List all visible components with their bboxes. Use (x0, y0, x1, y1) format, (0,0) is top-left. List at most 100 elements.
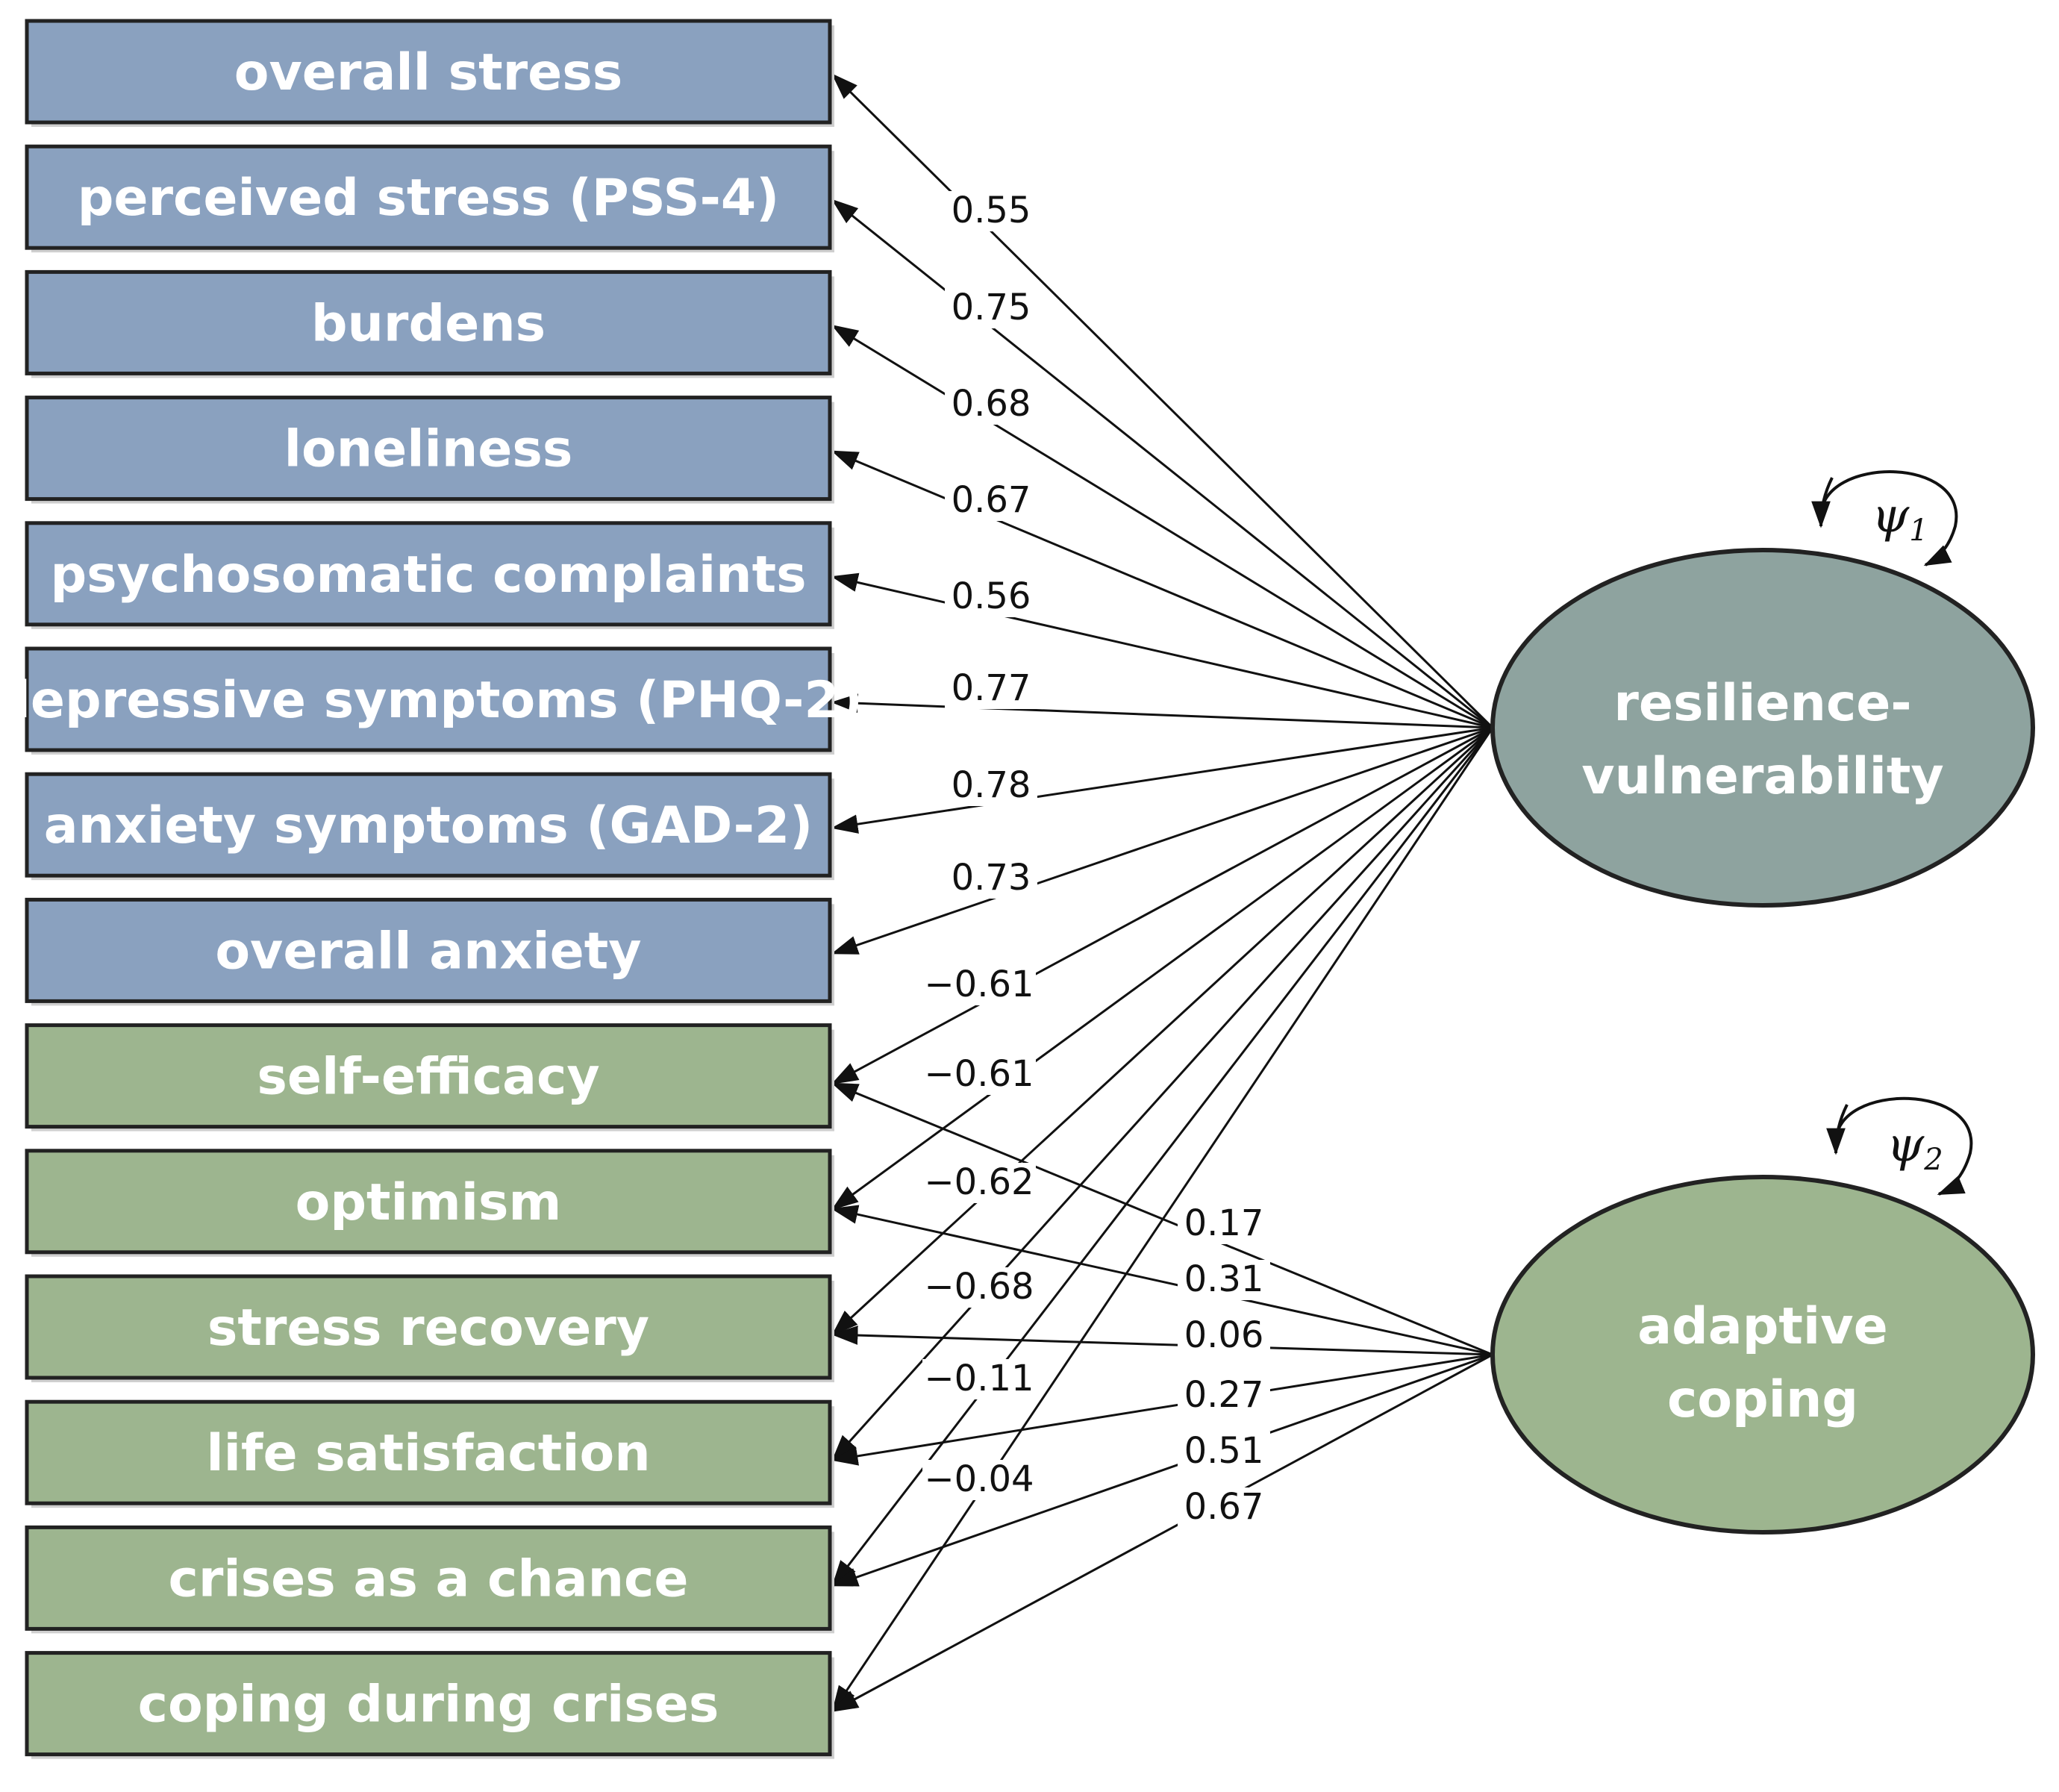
resilience-loading-13-bg (922, 1359, 1036, 1399)
psi2-label: ψ2 (1887, 1117, 1943, 1177)
indicator-box (25, 144, 832, 250)
resilience-path-9 (831, 726, 1493, 1084)
indicator-boxes: overall stress perceived stress (PSS-4) bu… (0, 19, 863, 1759)
indicator-label: loneliness (284, 420, 573, 479)
resilience-loading-1: 0.55 (952, 190, 1031, 231)
resilience-path-4 (831, 450, 1493, 729)
resilience-loading-14: −0.04 (924, 1458, 1034, 1500)
indicator-burdens: burdens (25, 269, 834, 378)
indicator-label: psychosomatic complaints (50, 546, 806, 605)
indicator-label: depressive symptoms (PHQ-2) (0, 671, 863, 730)
indicator-label: coping during crises (138, 1676, 719, 1735)
resilience-loading-3: 0.68 (952, 383, 1031, 425)
indicator-label: crises as a chance (169, 1549, 689, 1608)
resilience-loading-14-bg (922, 1460, 1036, 1500)
indicator-life-satisfaction: life satisfaction (25, 1399, 834, 1508)
coping-loading-1-bg (1178, 1204, 1270, 1244)
resilience-path-7 (831, 726, 1493, 834)
resilience-path-2 (831, 199, 1493, 729)
indicator-perceived-stress-pss-4: perceived stress (PSS-4) (25, 144, 834, 253)
resilience-loading-10: −0.61 (924, 1053, 1034, 1095)
resilience-loading-6: 0.77 (952, 667, 1031, 709)
indicator-box (25, 646, 832, 752)
resilience-loading-11: −0.62 (924, 1161, 1034, 1203)
indicator-stress-recovery: stress recovery (25, 1274, 834, 1382)
resilience-variance-arrow-left (1811, 477, 1834, 528)
indicator-psychosomatic-complaints: psychosomatic complaints (25, 521, 834, 629)
psi1-label: ψ1 (1872, 488, 1928, 548)
resilience-loading-2-bg (945, 288, 1037, 328)
coping-path-3 (831, 1326, 1493, 1356)
indicator-self-efficacy: self-efficacy (25, 1023, 834, 1131)
resilience-loading-8: 0.73 (952, 857, 1031, 899)
indicator-loneliness: loneliness (25, 396, 834, 504)
resilience-label-line1: resilience- (1613, 674, 1911, 733)
indicator-depressive-symptoms-phq-2: depressive symptoms (PHQ-2) (0, 646, 863, 755)
resilience-loading-9-bg (922, 965, 1036, 1005)
coping-loading-4: 0.27 (1184, 1374, 1264, 1416)
resilience-loading-2: 0.75 (952, 287, 1031, 328)
indicator-label: self-efficacy (257, 1048, 599, 1107)
resilience-loading-10-bg (922, 1055, 1036, 1095)
indicator-box (25, 521, 832, 627)
resilience-path-5 (831, 572, 1493, 729)
indicator-box (25, 396, 832, 502)
factor-resilience: resilience- vulnerability ψ1 (1490, 470, 2035, 908)
resilience-loading-4: 0.67 (952, 479, 1031, 521)
indicator-label: anxiety symptoms (GAD-2) (44, 796, 813, 855)
resilience-path-8 (831, 726, 1493, 955)
adaptive-coping-variance-arrow-left (1826, 1104, 1849, 1155)
indicator-box (25, 772, 832, 878)
loading-paths (831, 73, 1494, 1713)
factor-adaptive-coping: adaptive coping ψ2 (1490, 1096, 2035, 1535)
resilience-loading-12: −0.68 (924, 1266, 1034, 1308)
resilience-loading-7: 0.78 (952, 764, 1031, 806)
indicator-label: stress recovery (207, 1299, 649, 1358)
adaptive-coping-ellipse (1490, 1175, 2035, 1535)
adaptive-coping-label-line2: coping (1667, 1370, 1858, 1429)
indicator-box (25, 1023, 832, 1129)
indicator-label: overall anxiety (215, 922, 641, 981)
coping-path-4 (831, 1353, 1493, 1466)
resilience-path-1 (831, 73, 1494, 729)
indicator-overall-stress: overall stress (25, 19, 834, 127)
indicator-box (25, 1149, 832, 1255)
indicator-crises-as-a-chance: crises as a chance (25, 1525, 834, 1634)
coping-loading-3: 0.06 (1184, 1314, 1264, 1356)
resilience-loading-12-bg (922, 1267, 1036, 1308)
resilience-loading-4-bg (945, 481, 1037, 521)
resilience-loading-3-bg (945, 384, 1037, 425)
indicator-box (25, 269, 832, 375)
coping-loading-5: 0.51 (1184, 1430, 1264, 1472)
coping-loading-2: 0.31 (1184, 1258, 1264, 1300)
indicator-label: optimism (296, 1173, 562, 1232)
indicator-box (25, 1274, 832, 1380)
coping-path-2 (831, 1205, 1493, 1356)
resilience-loading-6-bg (945, 669, 1037, 709)
resilience-loading-13: −0.11 (924, 1358, 1034, 1399)
coping-loading-5-bg (1178, 1432, 1270, 1472)
indicator-coping-during-crises: coping during crises (25, 1651, 834, 1759)
resilience-path-13 (831, 727, 1494, 1587)
resilience-path-3 (831, 325, 1493, 729)
resilience-path-6 (831, 693, 1493, 729)
indicator-box (25, 1399, 832, 1505)
loading-coefficients: 0.55 0.75 0.68 0.67 0.56 0.77 0.78 0.73 −0.61 −0.… (922, 190, 1270, 1528)
coping-loading-4-bg (1178, 1376, 1270, 1416)
indicator-label: burdens (311, 294, 546, 353)
coping-path-6 (831, 1353, 1493, 1712)
resilience-label-line2: vulnerability (1581, 747, 1943, 806)
resilience-loading-1-bg (945, 191, 1037, 231)
adaptive-coping-label-line1: adaptive (1637, 1297, 1887, 1356)
indicator-box (25, 897, 832, 1003)
indicator-anxiety-symptoms-gad-2: anxiety symptoms (GAD-2) (25, 772, 834, 881)
indicator-optimism: optimism (25, 1149, 834, 1257)
coping-loading-1: 0.17 (1184, 1202, 1264, 1244)
resilience-loading-5: 0.56 (952, 575, 1031, 617)
coping-path-1 (831, 1082, 1493, 1356)
indicator-box (25, 1651, 832, 1757)
resilience-loading-8-bg (945, 858, 1037, 899)
coping-loading-2-bg (1178, 1260, 1270, 1300)
resilience-loading-9: −0.61 (924, 964, 1034, 1005)
